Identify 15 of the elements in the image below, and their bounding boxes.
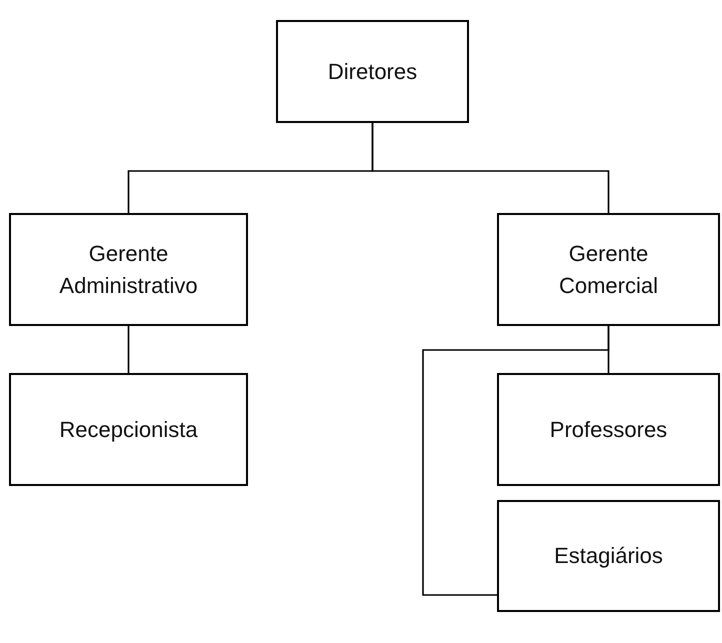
- connector-line: [128, 326, 130, 373]
- org-box: [9, 373, 248, 486]
- org-box: [497, 213, 720, 326]
- org-box: [276, 20, 469, 123]
- role-title: Estagiários: [553, 542, 664, 570]
- org-box: [497, 373, 720, 486]
- role-title: Gerente Administrativo: [58, 240, 199, 300]
- org-box: [9, 213, 248, 326]
- role-title: Gerente Comercial: [558, 240, 660, 300]
- role-title: Professores: [548, 416, 668, 444]
- role-title: Recepcionista: [58, 416, 199, 444]
- connector-line: [372, 123, 610, 213]
- connector-line: [422, 326, 610, 596]
- role-title: Diretores: [326, 58, 418, 86]
- org-box: [497, 500, 720, 612]
